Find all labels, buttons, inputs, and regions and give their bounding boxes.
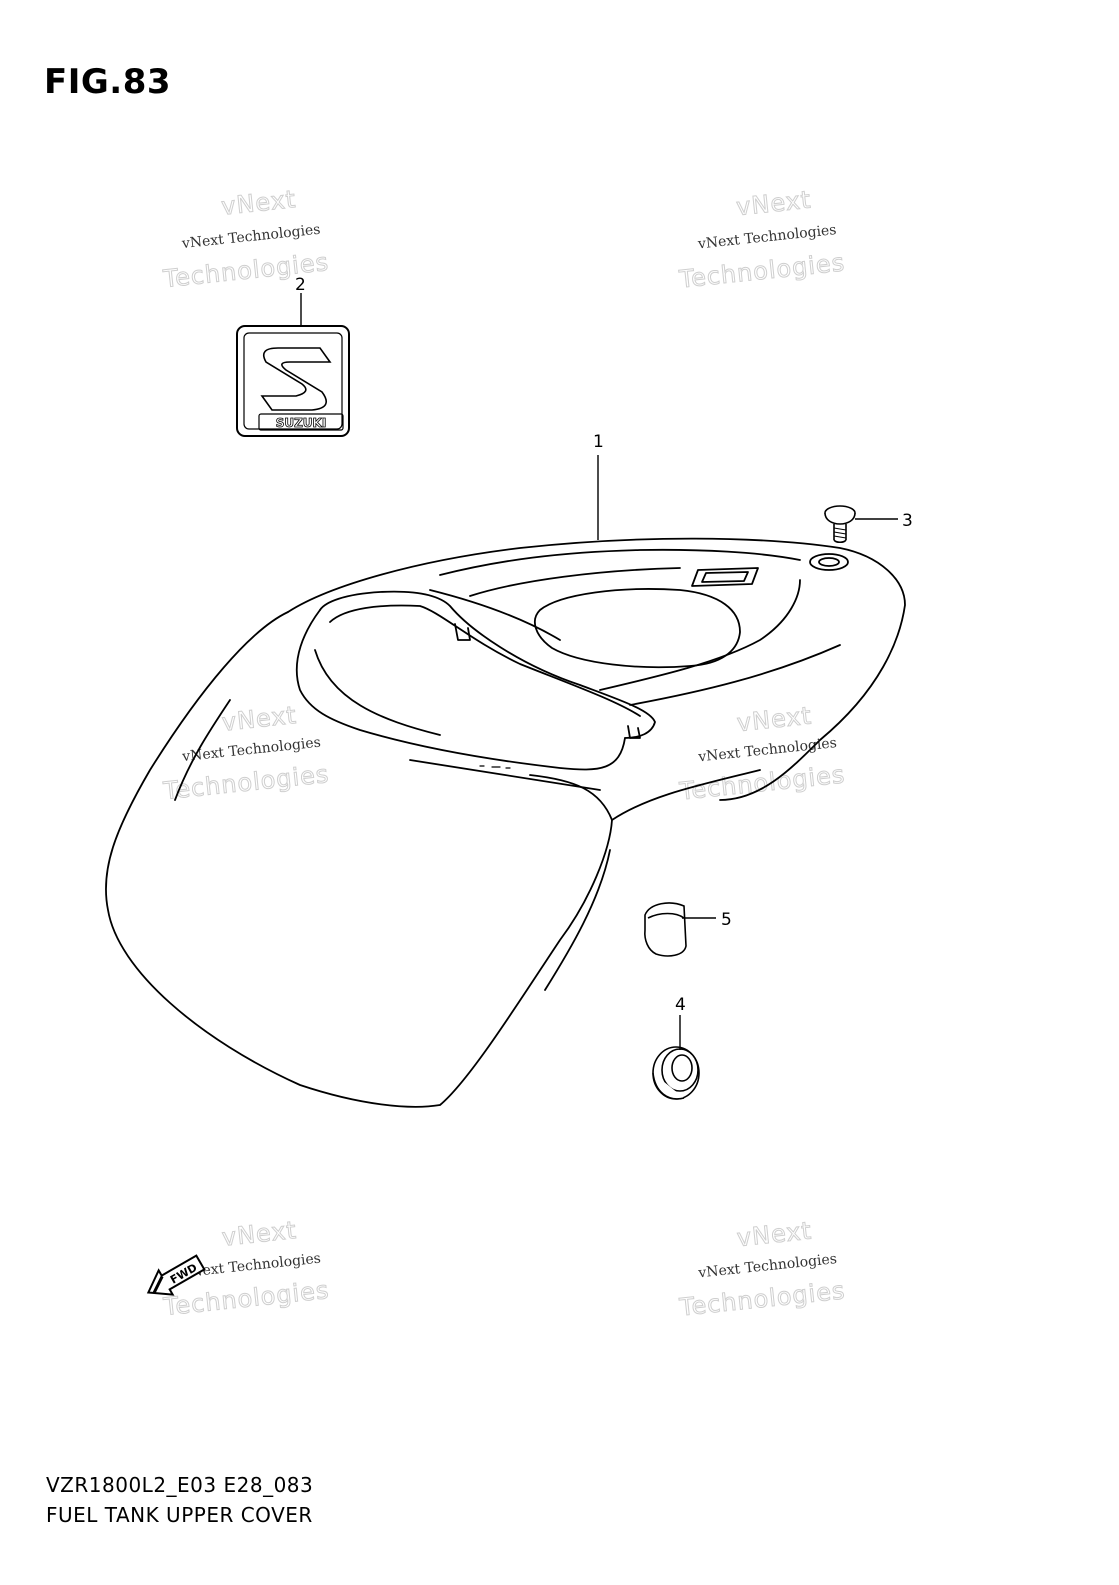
svg-text:vNext Technologies: vNext Technologies [697,735,838,766]
svg-text:Technologies: Technologies [161,1276,330,1321]
leader-lines [300,293,898,1050]
svg-text:vNext Technologies: vNext Technologies [697,1251,838,1282]
watermark-mid-left: vNext vNext Technologies Technologies [161,701,331,806]
part-label-5: 5 [721,910,732,930]
svg-text:Technologies: Technologies [677,760,846,805]
model-code: VZR1800L2_E03 E28_083 [46,1473,314,1497]
bolt-part [824,505,856,544]
svg-text:vNext: vNext [220,185,298,221]
part-label-4: 4 [675,995,686,1015]
suzuki-s-logo-icon [260,347,332,411]
svg-text:SUZUKI: SUZUKI [276,416,327,430]
svg-text:vNext: vNext [221,701,299,737]
svg-text:vNext Technologies: vNext Technologies [696,222,837,253]
tank-cover-part [105,537,906,1108]
svg-text:Technologies: Technologies [678,1276,847,1321]
svg-text:Technologies: Technologies [161,760,330,805]
part-label-2: 2 [295,275,306,295]
cushion-part [644,902,687,957]
figure-caption: FUEL TANK UPPER COVER [46,1503,313,1527]
part-label-3: 3 [902,511,913,531]
grommet-part [652,1046,700,1100]
svg-text:vNext Technologies: vNext Technologies [180,222,321,253]
svg-text:vNext: vNext [221,1216,299,1252]
figure-title: FIG.83 [44,62,172,102]
svg-text:vNext: vNext [736,1217,814,1253]
watermark-top-right: vNext vNext Technologies Technologies [677,185,847,294]
svg-text:Technologies: Technologies [677,248,846,293]
svg-text:vNext: vNext [736,702,814,738]
svg-text:vNext Technologies: vNext Technologies [181,735,322,766]
watermark-bottom-right: vNext vNext Technologies Technologies [677,1216,847,1322]
svg-text:vNext: vNext [735,186,813,222]
part-label-1: 1 [593,432,604,452]
emblem-part: SUZUKI [236,325,350,437]
